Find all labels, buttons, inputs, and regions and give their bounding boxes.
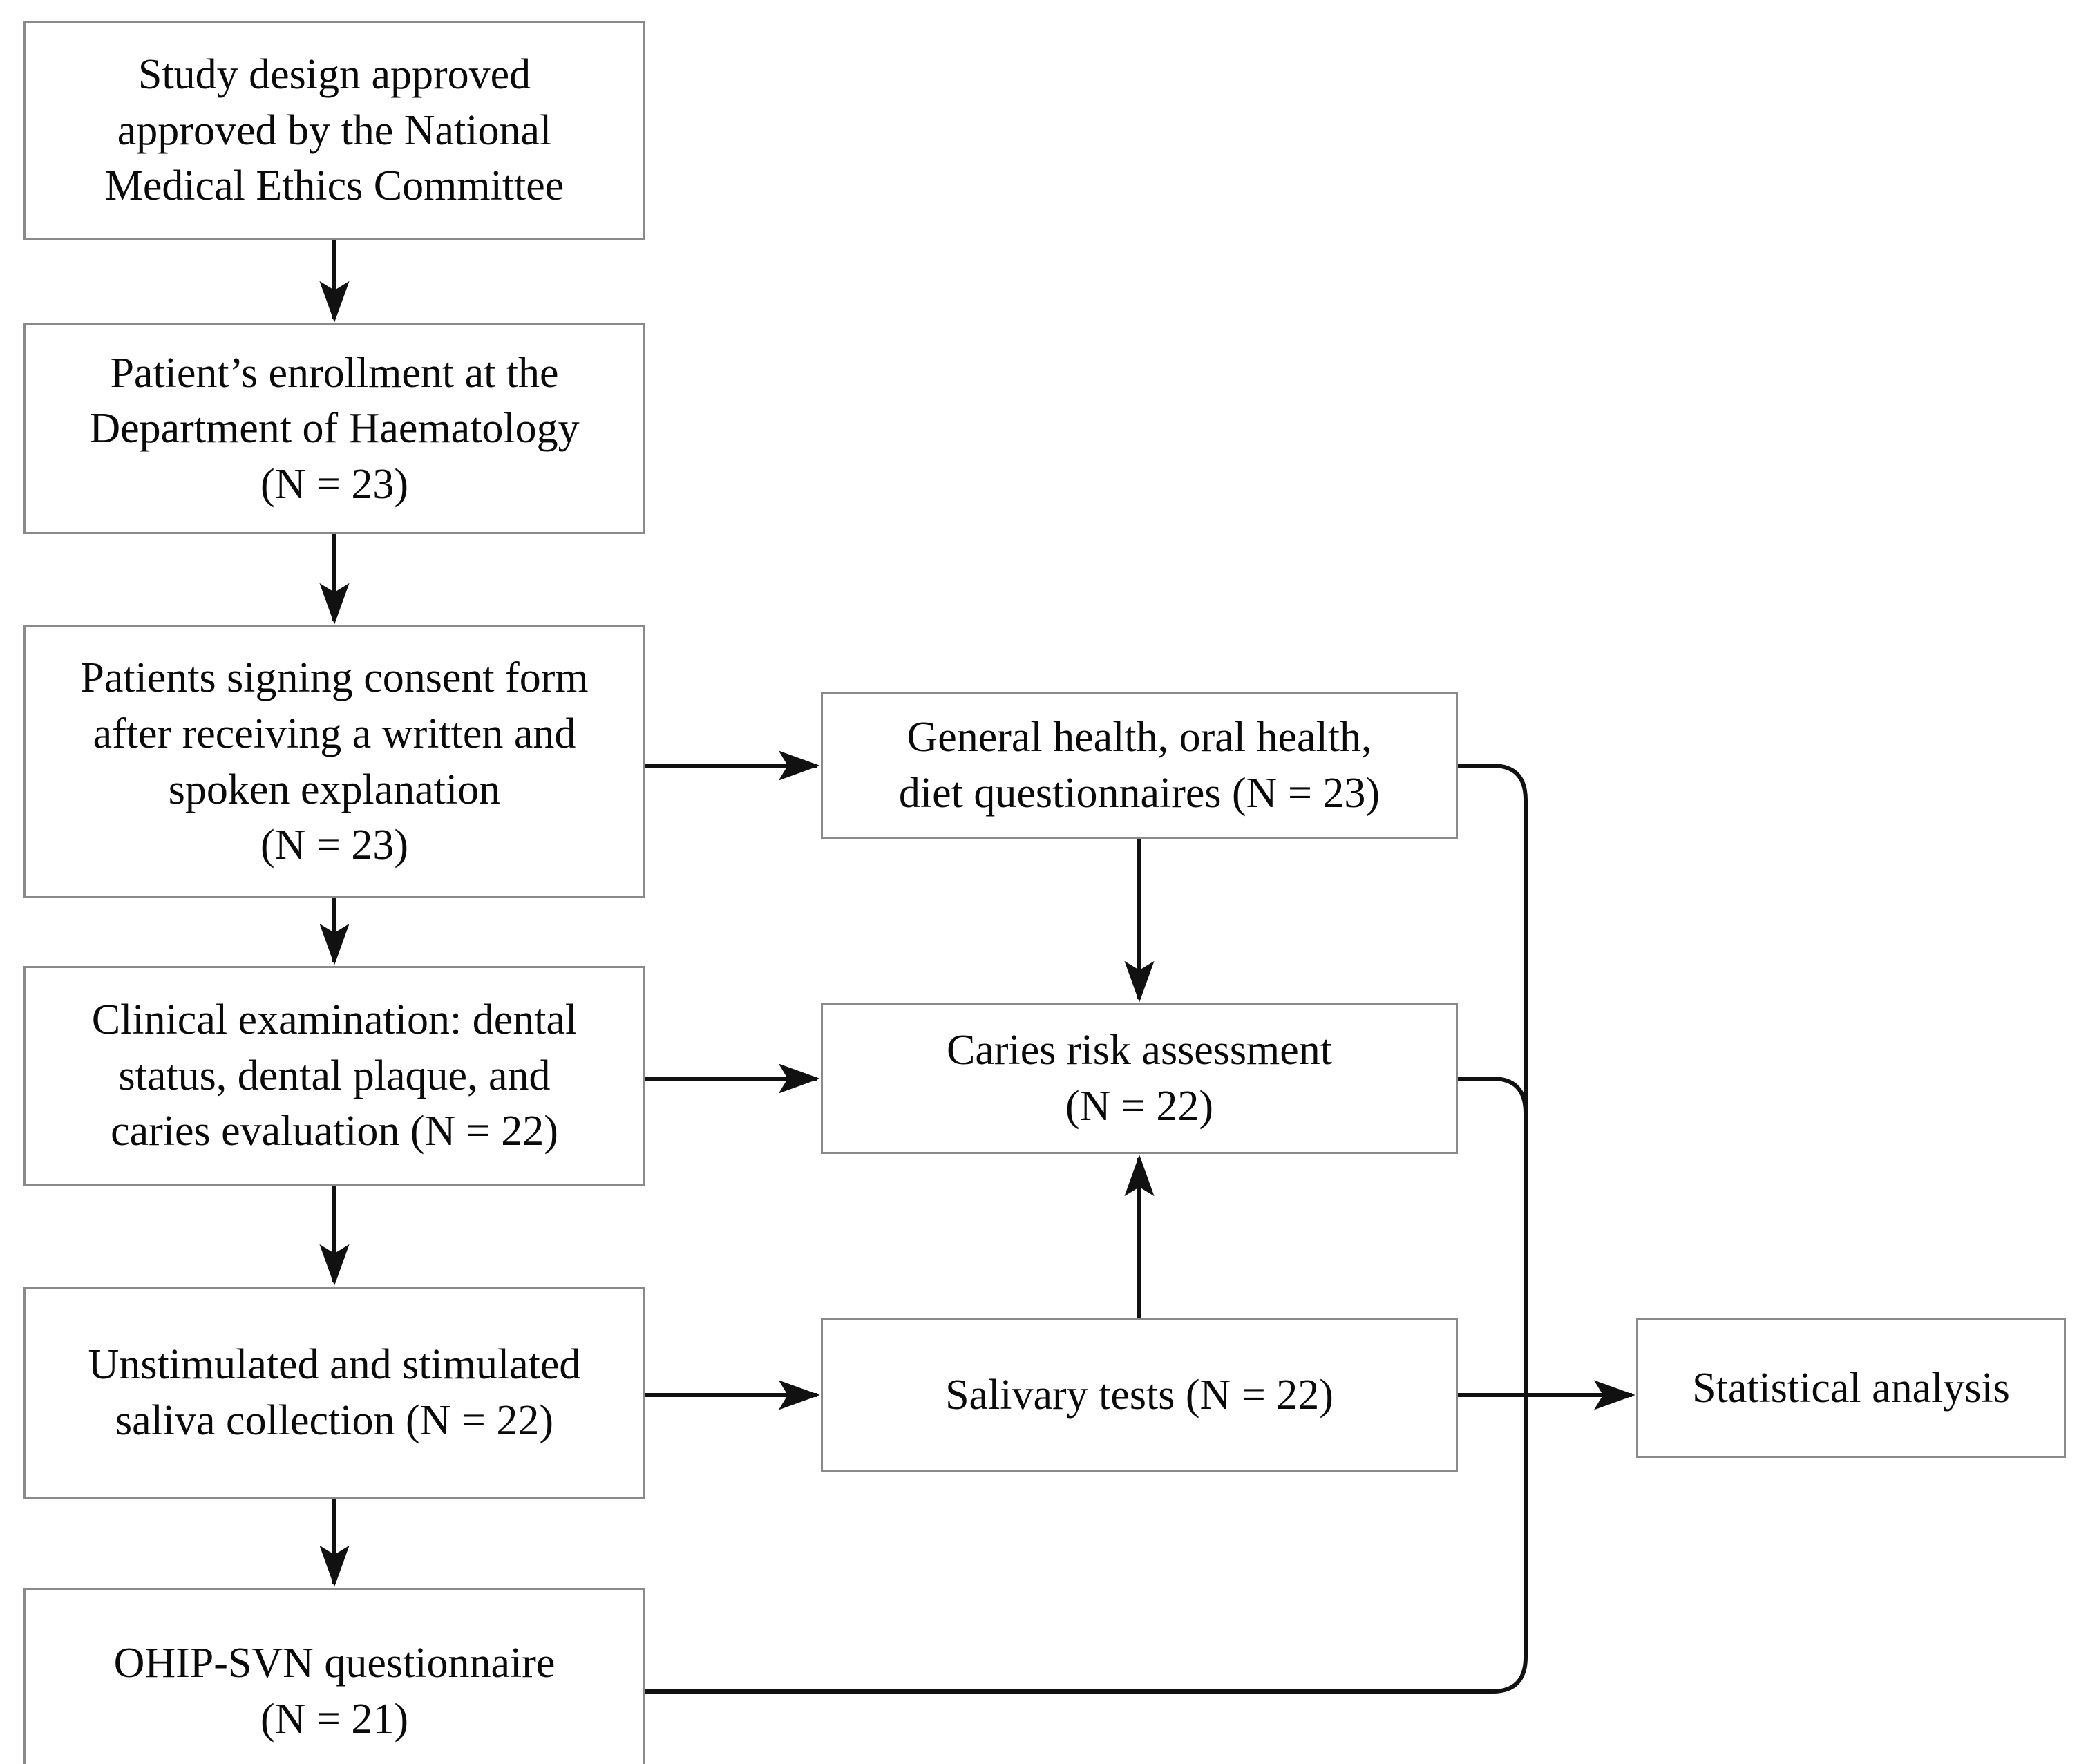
node-patient-enrollment[interactable]: Patient’s enrollment at the Department o… bbox=[23, 323, 645, 534]
edge-caries-risk-to-trunk bbox=[1458, 1077, 1528, 1114]
node-ethics-approval[interactable]: Study design approved approved by the Na… bbox=[23, 21, 645, 240]
node-health-questionnaires[interactable]: General health, oral health, diet questi… bbox=[821, 692, 1458, 839]
node-ohip-questionnaire-label: OHIP-SVN questionnaire (N = 21) bbox=[113, 1640, 556, 1743]
node-ohip-questionnaire[interactable]: OHIP-SVN questionnaire (N = 21) bbox=[23, 1588, 645, 1764]
node-clinical-examination-label: Clinical examination: dental status, den… bbox=[91, 996, 578, 1155]
node-saliva-collection-label: Unstimulated and stimulated saliva colle… bbox=[88, 1341, 581, 1444]
node-saliva-collection[interactable]: Unstimulated and stimulated saliva colle… bbox=[23, 1287, 645, 1499]
node-salivary-tests-label: Salivary tests (N = 22) bbox=[945, 1371, 1334, 1419]
node-statistical-analysis[interactable]: Statistical analysis bbox=[1636, 1318, 2066, 1458]
node-patient-enrollment-label: Patient’s enrollment at the Department o… bbox=[89, 349, 580, 508]
node-clinical-examination[interactable]: Clinical examination: dental status, den… bbox=[23, 966, 645, 1186]
edge-questionnaires-to-trunk bbox=[1458, 764, 1528, 1395]
node-consent-form-label: Patients signing consent form after rece… bbox=[80, 654, 589, 869]
node-ethics-approval-label: Study design approved approved by the Na… bbox=[104, 51, 564, 210]
node-health-questionnaires-label: General health, oral health, diet questi… bbox=[898, 714, 1380, 817]
node-statistical-analysis-label: Statistical analysis bbox=[1692, 1364, 2010, 1412]
node-salivary-tests[interactable]: Salivary tests (N = 22) bbox=[821, 1318, 1458, 1472]
node-consent-form[interactable]: Patients signing consent form after rece… bbox=[23, 625, 645, 898]
node-caries-risk-assessment[interactable]: Caries risk assessment (N = 22) bbox=[821, 1003, 1458, 1154]
node-caries-risk-assessment-label: Caries risk assessment (N = 22) bbox=[947, 1027, 1332, 1130]
